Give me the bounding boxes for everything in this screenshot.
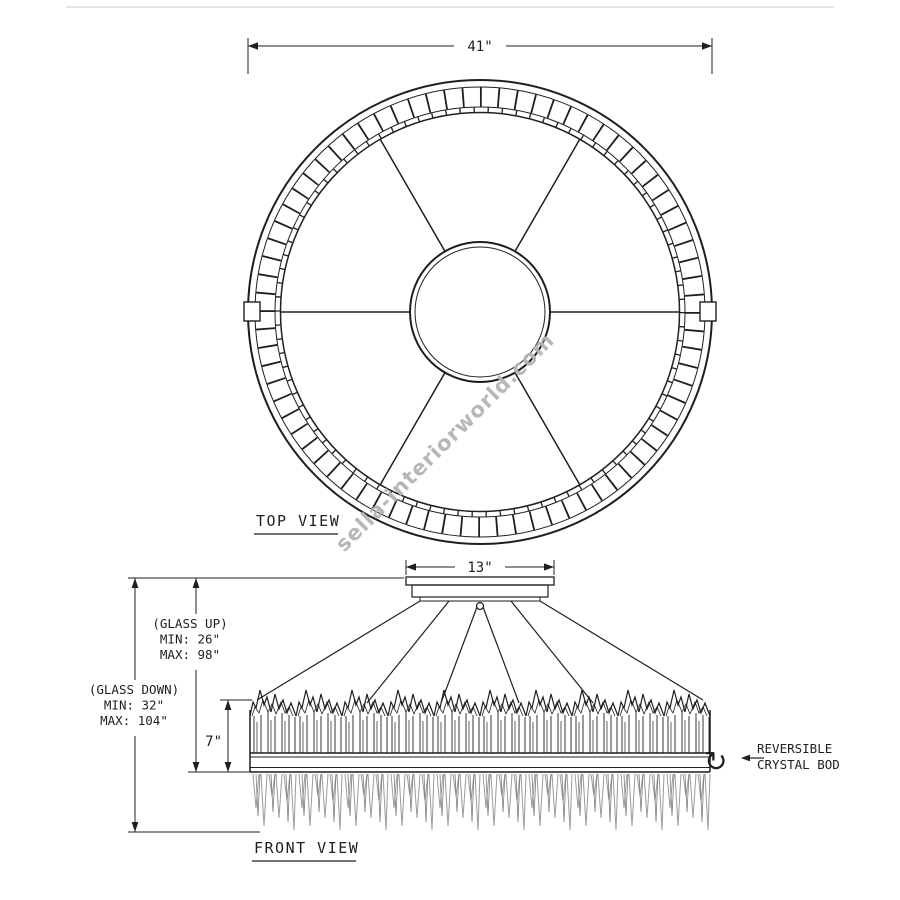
cable xyxy=(366,600,450,704)
reversible-note: ↻ REVERSIBLE CRYSTAL BOD xyxy=(704,741,840,778)
canopy-top-plate xyxy=(405,576,555,586)
crystal-spikes xyxy=(249,689,711,754)
crystal-cluster xyxy=(525,689,573,754)
glass-down-label: (GLASS DOWN) xyxy=(89,682,179,697)
hub-outer-circle xyxy=(409,241,551,383)
dim-arrow-down xyxy=(131,822,139,832)
dimension-glass-down: (GLASS DOWN) MIN: 32" MAX: 104" xyxy=(89,578,179,832)
dimension-glass-up: (GLASS UP) MIN: 26" MAX: 98" xyxy=(152,578,228,772)
cable xyxy=(510,600,594,704)
pendant-cluster xyxy=(528,773,573,831)
reversible-rotation-icon: ↻ xyxy=(704,745,727,778)
dimension-canopy: 13" xyxy=(405,560,555,576)
note-line-1: REVERSIBLE xyxy=(757,741,832,756)
inner-segment-ticks xyxy=(275,107,685,517)
watermark: sella-interiorworld.com xyxy=(331,328,559,556)
pendant-cluster xyxy=(666,773,711,831)
extension-lines xyxy=(128,577,404,833)
crystal-cluster xyxy=(433,689,481,754)
spoke xyxy=(514,139,581,252)
pendant-cluster xyxy=(298,773,343,831)
crystal-cluster xyxy=(479,689,527,754)
left-clip xyxy=(243,301,261,322)
glass-up-max: MAX: 98" xyxy=(160,647,220,662)
glass-up-min: MIN: 26" xyxy=(160,632,220,647)
canopy xyxy=(405,576,555,611)
band-inner-circle xyxy=(274,106,686,518)
glass-down-max: MAX: 104" xyxy=(100,713,168,728)
pendant-cluster xyxy=(482,773,527,831)
crystal-cluster xyxy=(617,689,665,754)
crystal-cluster xyxy=(571,689,619,754)
dim-arrow-left xyxy=(248,42,258,50)
canopy-body xyxy=(411,584,549,598)
spoke xyxy=(379,139,446,252)
cable xyxy=(539,600,704,701)
glass-down-min: MIN: 32" xyxy=(104,698,164,713)
frame-band xyxy=(249,710,711,773)
cable xyxy=(482,606,520,704)
canopy-dimension-text: 13" xyxy=(467,560,492,576)
inner-ring-circle xyxy=(279,111,681,513)
front-view: 13" xyxy=(89,560,840,862)
pendant-cluster xyxy=(252,773,297,831)
suspension-cables xyxy=(256,600,704,704)
front-view-label: FRONT VIEW xyxy=(254,839,359,857)
crystal-segment-ticks xyxy=(255,87,705,537)
cable xyxy=(440,606,478,704)
right-clip xyxy=(699,301,717,322)
top-view-label: TOP VIEW xyxy=(256,512,340,530)
crystal-cluster xyxy=(341,689,389,754)
pendant-cluster xyxy=(344,773,389,831)
crystal-ring-top xyxy=(243,79,717,545)
hanging-crystals xyxy=(252,773,711,831)
center-hub xyxy=(409,241,551,383)
spoke xyxy=(379,372,446,485)
dim-arrow-up xyxy=(224,700,232,710)
pendant-cluster xyxy=(436,773,481,831)
top-view: 41" TOP VIEW xyxy=(243,38,717,545)
dim-arrow-down xyxy=(192,762,200,772)
dimension-diameter: 41" xyxy=(247,38,713,74)
crystal-cluster xyxy=(387,689,435,754)
cable xyxy=(256,600,421,701)
dim-arrow-right xyxy=(544,563,554,571)
glass-up-label: (GLASS UP) xyxy=(152,616,227,631)
dimension-body-height: 7" xyxy=(205,700,232,772)
dim-arrow-down xyxy=(224,762,232,772)
dim-arrow-left xyxy=(406,563,416,571)
spoke xyxy=(514,372,581,485)
note-arrow-head xyxy=(741,754,750,762)
canopy-loop xyxy=(475,601,485,611)
pendant-cluster xyxy=(390,773,435,831)
note-line-2: CRYSTAL BOD xyxy=(757,757,840,772)
dim-arrow-right xyxy=(702,42,712,50)
body-height-text: 7" xyxy=(205,734,222,750)
canopy-lip xyxy=(419,596,541,602)
hub-inner-circle xyxy=(414,246,546,378)
spokes xyxy=(281,139,679,485)
dim-arrow-up xyxy=(192,578,200,588)
dim-arrow-up xyxy=(131,578,139,588)
diameter-dimension-text: 41" xyxy=(467,39,492,55)
pendant-cluster xyxy=(620,773,665,831)
crystal-cluster xyxy=(295,689,343,754)
pendant-cluster xyxy=(574,773,619,831)
